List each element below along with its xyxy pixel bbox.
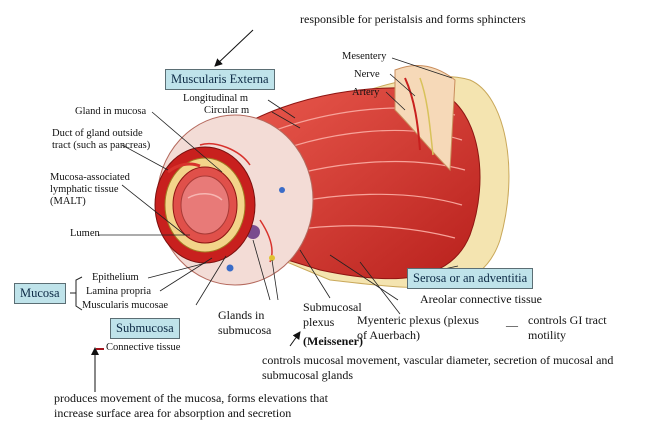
- label-muscularis-mucosae: Muscularis mucosae: [82, 300, 169, 311]
- submucosa-box: Submucosa: [110, 318, 180, 339]
- submucosal-note: controls mucosal movement, vascular diam…: [262, 353, 614, 382]
- duct-of-gland: [167, 162, 201, 174]
- label-lumen: Lumen: [70, 228, 100, 239]
- label-connective-tissue: Connective tissue: [106, 342, 181, 353]
- top-arrow: [214, 29, 254, 67]
- submucosal-arrow: [289, 331, 301, 347]
- label-glands-in-submucosa: Glands in submucosa: [218, 308, 272, 337]
- label-meissener: (Meissener): [303, 334, 363, 348]
- pointer-lines: [98, 57, 459, 315]
- label-areolar: Areolar connective tissue: [420, 292, 542, 306]
- label-epithelium: Epithelium: [92, 272, 139, 283]
- label-submucosal-plexus: Submucosal plexus: [303, 300, 362, 329]
- label-malt: Mucosa-associated lymphatic tissue (MALT…: [50, 172, 130, 208]
- mucosa-note: produces movement of the mucosa, forms e…: [54, 391, 328, 420]
- label-gland-in-mucosa: Gland in mucosa: [75, 106, 147, 117]
- label-longitudinal: Longitudinal m: [183, 93, 249, 104]
- lumen: [180, 175, 230, 235]
- label-artery: Artery: [352, 87, 380, 98]
- mucosa-box: Mucosa: [14, 283, 66, 304]
- label-mesentery: Mesentery: [342, 51, 387, 62]
- label-myenteric-plexus: Myenteric plexus (plexus of Auerbach): [357, 313, 479, 342]
- top-note: responsible for peristalsis and forms sp…: [300, 12, 526, 26]
- label-circular: Circular m: [204, 105, 250, 116]
- dash-separator: —: [506, 318, 518, 332]
- label-nerve: Nerve: [354, 69, 380, 80]
- label-duct: Duct of gland outside tract (such as pan…: [52, 128, 151, 152]
- label-myenteric-note: controls GI tract motility: [528, 313, 607, 342]
- muscularis-externa-box: Muscularis Externa: [165, 69, 275, 90]
- serosa-box: Serosa or an adventitia: [407, 268, 534, 289]
- label-lamina-propria: Lamina propria: [86, 286, 152, 297]
